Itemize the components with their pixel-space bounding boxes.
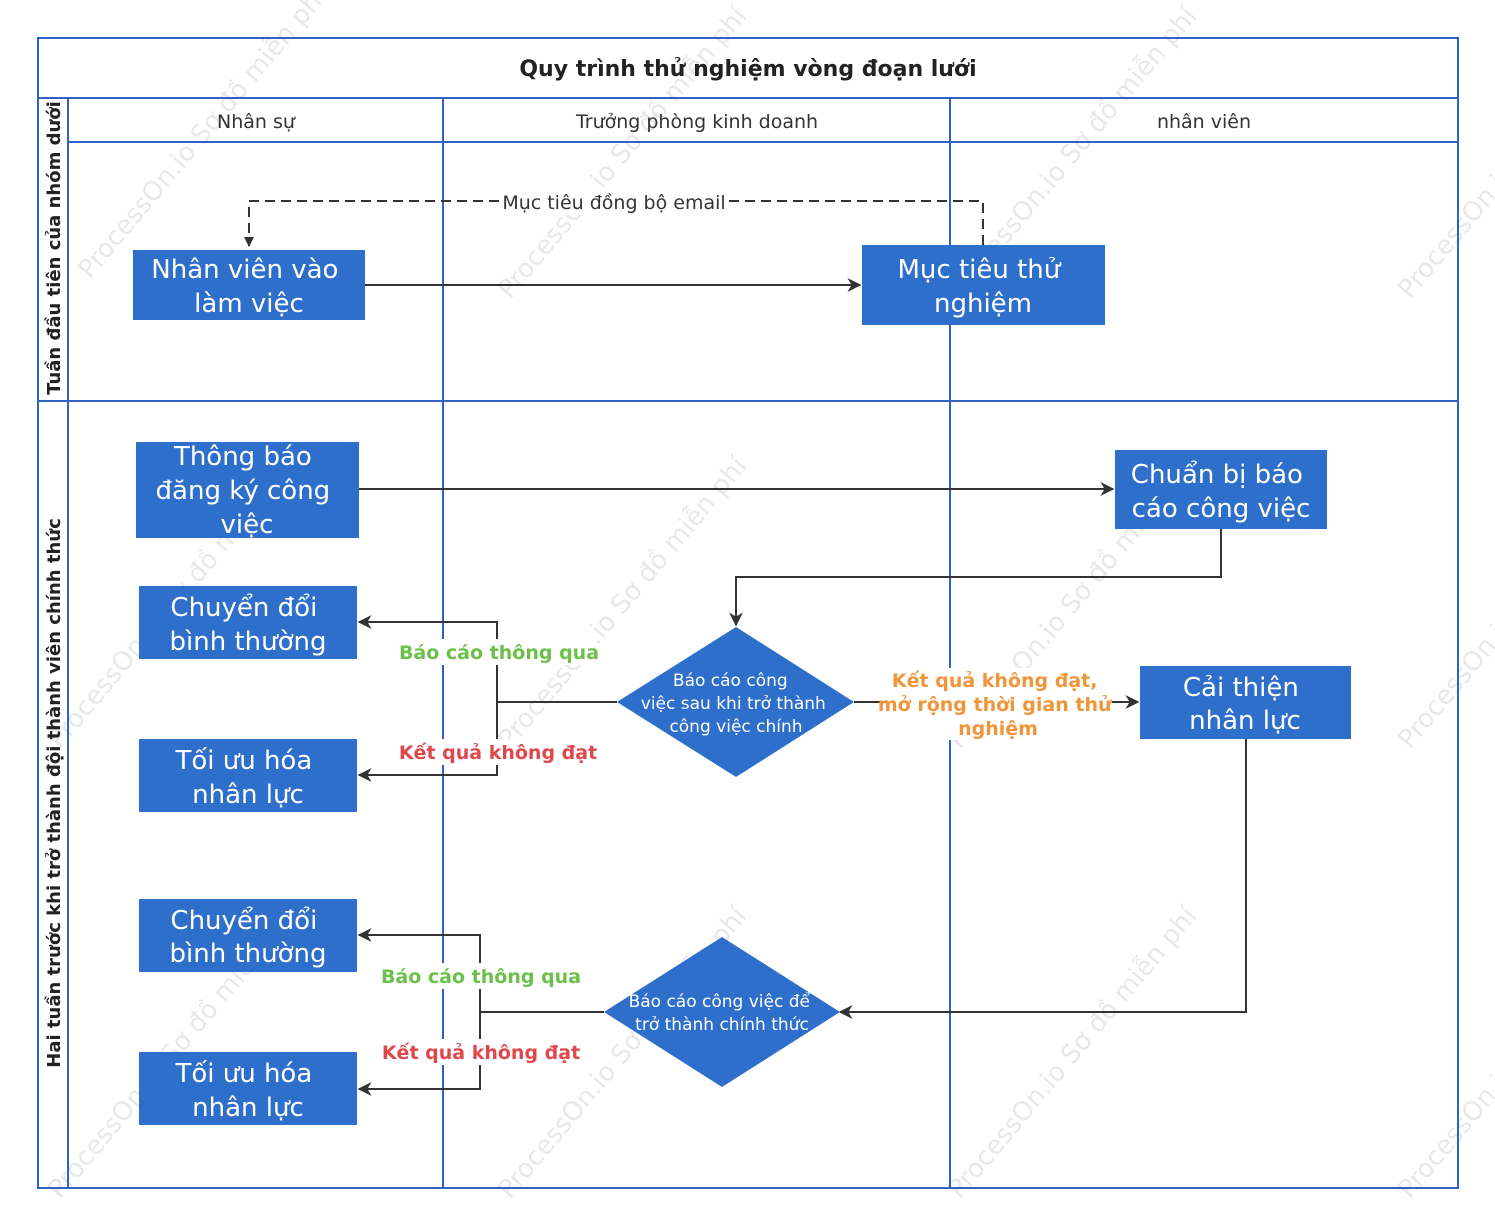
watermark: ProcessOn.io Sơ đồ miễn phí: [1392, 900, 1495, 1204]
label-bg: [502, 189, 726, 215]
node-label: Cải thiện nhân lực: [1183, 673, 1307, 736]
edge-improve-to-decision2: [838, 739, 1247, 1019]
node-shape: [139, 586, 357, 659]
edge-label-pass-1: Báo cáo thông qua: [399, 642, 599, 664]
node-shape: [862, 245, 1105, 325]
node-notify[interactable]: Thông báo đăng ký công việc: [136, 442, 359, 540]
node-shape: [1115, 450, 1327, 529]
node-shape: [139, 739, 357, 812]
label-bg: [386, 963, 576, 989]
row-header-two-weeks: Hai tuần trước khi trở thành đội thành v…: [44, 518, 65, 1067]
watermark: ProcessOn.io Sơ đồ miễn phí: [1392, 450, 1495, 754]
node-shape: [133, 250, 365, 320]
node-join[interactable]: Nhân viên vào làm việc: [133, 250, 365, 320]
node-label: Thông báo đăng ký công việc: [156, 442, 339, 540]
node-shape: [1140, 666, 1351, 739]
node-prepare[interactable]: Chuẩn bị báo cáo công việc: [1115, 450, 1327, 529]
edge-labels: Mục tiêu đồng bộ email Báo cáo thông qua…: [381, 189, 1118, 1065]
outer-frame: [37, 37, 1459, 1189]
watermark: ProcessOn.io Sơ đồ miễn phí: [1392, 0, 1495, 304]
decision-shape: [617, 627, 854, 777]
edge-decision1-to-optimize1: [357, 702, 498, 782]
column-header-hr: Nhân sự: [217, 111, 296, 133]
label-bg: [404, 739, 594, 765]
watermark: ProcessOn.io Sơ đồ miễn phí: [492, 0, 754, 304]
edge-label-extend: Kết quả không đạt, mở rộng thời gian thử…: [878, 669, 1118, 740]
node-label: Chuẩn bị báo cáo công việc: [1131, 459, 1311, 524]
row-header-first-week: Tuần đầu tiên của nhóm dưới: [44, 101, 65, 395]
decision-label: Báo cáo công việc sau khi trở thành công…: [641, 671, 831, 737]
watermark: ProcessOn.io Sơ đồ miễn phí: [942, 900, 1204, 1204]
label-bg: [404, 639, 594, 665]
edge-label-sync-email: Mục tiêu đồng bộ email: [502, 192, 725, 214]
edge-label-fail-2: Kết quả không đạt: [382, 1041, 580, 1064]
node-label: Tối ưu hóa nhân lực: [174, 1059, 320, 1123]
node-decision-2[interactable]: Báo cáo công việc để trở thành chính thứ…: [604, 937, 840, 1087]
decision-label: Báo cáo công việc để trở thành chính thứ…: [629, 991, 816, 1035]
label-bg: [886, 668, 1112, 740]
edge-label-fail-1: Kết quả không đạt: [399, 741, 597, 764]
node-optimize-1[interactable]: Tối ưu hóa nhân lực: [139, 739, 357, 812]
column-header-sales-manager: Trưởng phòng kinh doanh: [575, 111, 818, 133]
column-header-employee: nhân viên: [1157, 111, 1251, 133]
node-improve[interactable]: Cải thiện nhân lực: [1140, 666, 1351, 739]
node-label: Tối ưu hóa nhân lực: [174, 746, 320, 810]
node-label: Mục tiêu thử nghiệm: [897, 255, 1068, 319]
node-normal-1[interactable]: Chuyển đổi bình thường: [139, 586, 357, 659]
diagram-title: Quy trình thử nghiệm vòng đoạn lưới: [519, 57, 976, 82]
node-shape: [139, 899, 357, 972]
node-label: Chuyển đổi bình thường: [170, 592, 327, 657]
decision-shape: [604, 937, 840, 1087]
edge-decision2-to-optimize2: [357, 1012, 481, 1096]
node-shape: [139, 1052, 357, 1125]
node-goal[interactable]: Mục tiêu thử nghiệm: [862, 245, 1105, 325]
node-label: Nhân viên vào làm việc: [151, 255, 346, 319]
node-normal-2[interactable]: Chuyển đổi bình thường: [139, 899, 357, 972]
node-label: Chuyển đổi bình thường: [170, 905, 327, 969]
edge-prepare-to-decision1: [729, 528, 1222, 627]
label-bg: [386, 1039, 576, 1065]
node-shape: [136, 442, 359, 538]
node-decision-1[interactable]: Báo cáo công việc sau khi trở thành công…: [617, 627, 854, 777]
edge-goal-to-join: [244, 200, 984, 247]
edge-label-pass-2: Báo cáo thông qua: [381, 966, 581, 988]
node-optimize-2[interactable]: Tối ưu hóa nhân lực: [139, 1052, 357, 1125]
